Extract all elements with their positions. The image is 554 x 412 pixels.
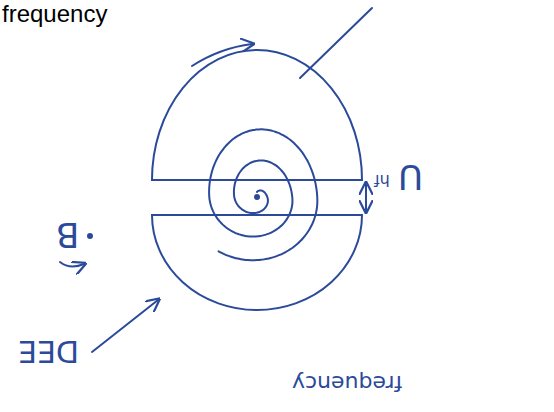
source-dot [254, 194, 260, 200]
voltage-arrow [365, 184, 367, 211]
lower-dee [152, 215, 362, 310]
voltage-symbol: U [398, 160, 423, 194]
field-arrow [60, 262, 84, 267]
dee-label: DEE [18, 336, 79, 366]
particle-spiral [209, 129, 317, 260]
field-symbol: B [56, 218, 79, 252]
field-dot [87, 233, 93, 239]
frequency-note: frequency [292, 372, 402, 394]
caption-word: frequency [2, 2, 107, 26]
exit-path [300, 8, 372, 78]
path-arrow [192, 44, 252, 66]
dee-pointer [92, 300, 158, 352]
voltage-subscript: hf [374, 172, 390, 188]
